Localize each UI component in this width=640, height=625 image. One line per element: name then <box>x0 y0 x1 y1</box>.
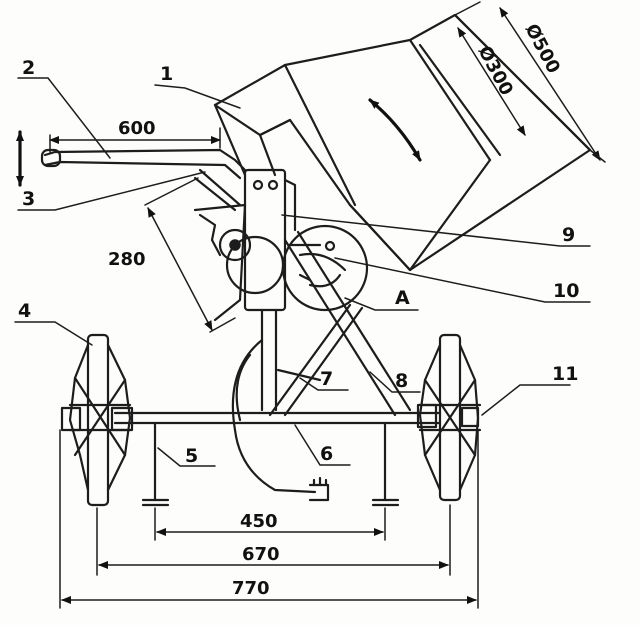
right-wheel <box>416 333 482 502</box>
dim-600: 600 <box>118 118 156 139</box>
diameter-dimensions: Ø300 Ø500 <box>454 1 606 163</box>
dim-770: 770 <box>232 578 270 599</box>
tilting-handle: 600 <box>16 118 247 212</box>
label-6: 6 <box>320 443 333 465</box>
dim-450: 450 <box>240 511 278 532</box>
label-11: 11 <box>552 363 578 385</box>
dim-280-line: 280 <box>108 177 236 333</box>
label-5: 5 <box>185 445 198 467</box>
left-wheel <box>60 333 134 507</box>
frame <box>113 230 442 507</box>
label-8: 8 <box>395 370 408 392</box>
callouts: 1 2 3 4 5 6 7 8 9 10 11 A <box>14 57 591 467</box>
label-7: 7 <box>320 368 333 390</box>
label-2: 2 <box>22 57 35 79</box>
dim-280: 280 <box>108 249 146 270</box>
label-1: 1 <box>160 63 173 85</box>
base-dimensions: 450 670 770 <box>59 429 479 609</box>
label-9: 9 <box>562 224 575 246</box>
label-4: 4 <box>18 300 31 322</box>
label-10: 10 <box>553 280 579 302</box>
label-A: A <box>395 287 410 309</box>
label-3: 3 <box>22 188 35 210</box>
dim-670: 670 <box>242 544 280 565</box>
